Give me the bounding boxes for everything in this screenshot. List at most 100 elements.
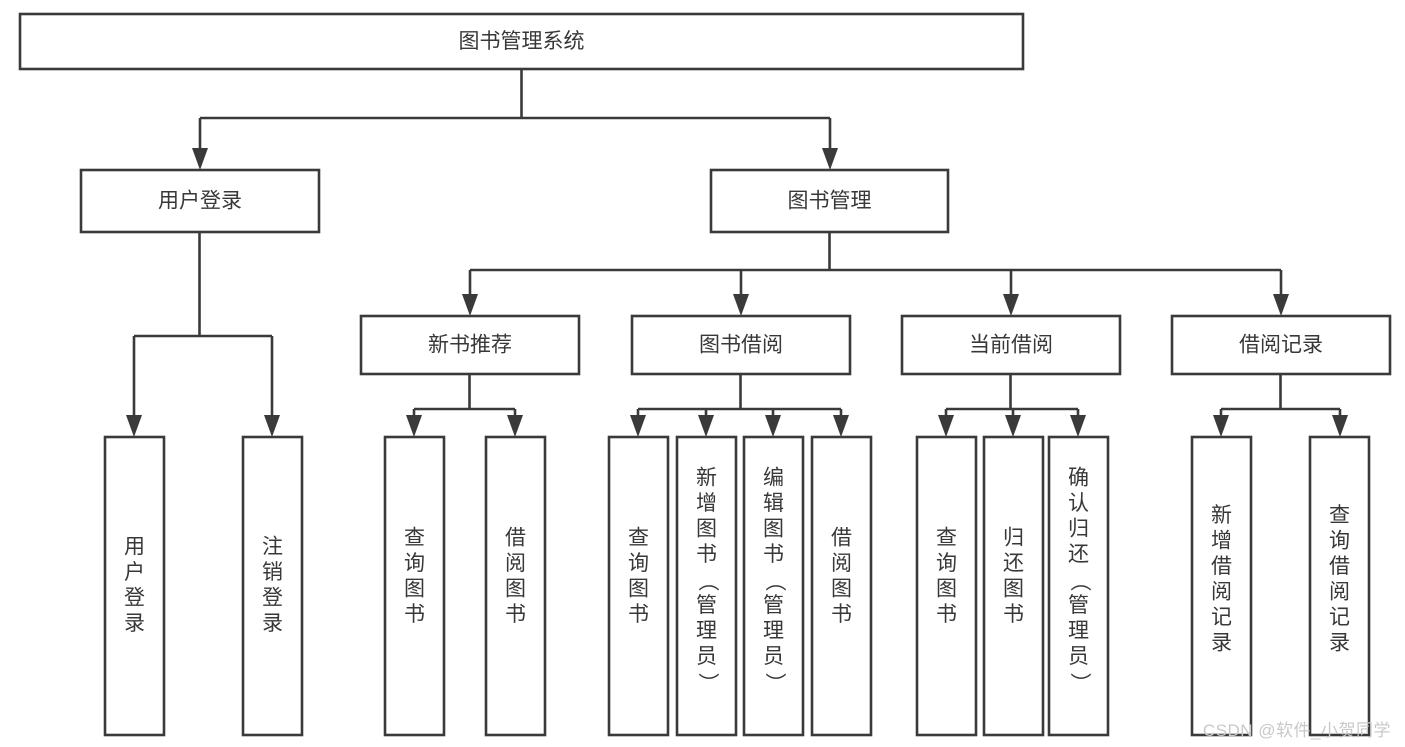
leaf-char: 增 <box>696 492 717 515</box>
leaf-char: 图 <box>763 518 784 541</box>
node-leaf-confirm-return-box[interactable] <box>1047 435 1110 737</box>
node-book-manage-box[interactable] <box>709 168 950 234</box>
leaf-char: 询 <box>628 552 649 575</box>
leaf-char: 新 <box>1211 504 1232 527</box>
node-borrow-record-box[interactable] <box>1170 314 1392 376</box>
arrow-current-borrow <box>1003 294 1019 316</box>
leaf-char: 理 <box>763 620 784 643</box>
node-leaf-borrow-book-bor-box[interactable] <box>810 435 873 737</box>
leaf-char: 阅 <box>1211 580 1232 603</box>
leaf-char: 查 <box>936 526 957 549</box>
node-leaf-query-book-bor-box[interactable] <box>607 435 670 737</box>
node-user-login[interactable]: 用户登录 <box>79 168 321 234</box>
leaf-char: 图 <box>505 577 526 600</box>
node-book-borrow[interactable]: 图书借阅 <box>630 314 852 376</box>
leaf-char: ） <box>1068 673 1091 694</box>
node-leaf-add-book-box[interactable] <box>675 435 738 737</box>
leaf-char: 借 <box>1211 555 1232 578</box>
arrow-new-book-rec <box>462 294 478 316</box>
arrow-user-login <box>192 148 208 170</box>
node-leaf-add-record-box[interactable] <box>1190 435 1253 737</box>
leaf-char: 还 <box>1068 543 1089 566</box>
leaf-char: 管 <box>763 594 784 617</box>
arrow-leaf-user-login <box>126 415 142 437</box>
arrow-book-borrow <box>733 294 749 316</box>
node-book-borrow-box[interactable] <box>630 314 852 376</box>
node-leaf-user-login-box[interactable] <box>103 435 166 737</box>
node-borrow-record[interactable]: 借阅记录 <box>1170 314 1392 376</box>
leaf-char: 阅 <box>1329 580 1350 603</box>
arrow-leaf-query-record <box>1332 415 1348 437</box>
leaf-char: 书 <box>763 543 784 566</box>
leaf-char: 书 <box>696 543 717 566</box>
arrow-leaf-query-book-cur <box>938 415 954 437</box>
leaf-char: 录 <box>1211 631 1232 654</box>
node-user-login-label: 用户登录 <box>158 190 242 213</box>
arrow-leaf-logout <box>264 415 280 437</box>
leaf-char: 查 <box>628 526 649 549</box>
node-leaf-query-record-box[interactable] <box>1308 435 1371 737</box>
leaf-char: 确 <box>1068 467 1089 490</box>
leaf-char: 归 <box>1068 518 1089 541</box>
leaf-char: 辑 <box>763 492 784 515</box>
node-borrow-record-label: 借阅记录 <box>1239 334 1323 357</box>
leaf-char: 借 <box>1329 555 1350 578</box>
node-leaf-query-book-rec-box[interactable] <box>383 435 446 737</box>
leaf-char: 借 <box>831 526 852 549</box>
node-leaf-edit-book-box[interactable] <box>742 435 805 737</box>
leaf-char: 书 <box>831 603 852 626</box>
arrow-leaf-return-book <box>1005 415 1021 437</box>
node-root-box[interactable] <box>18 12 1025 71</box>
node-leaf-logout-box[interactable] <box>241 435 304 737</box>
node-current-borrow[interactable]: 当前借阅 <box>900 314 1122 376</box>
leaf-char: 借 <box>505 526 526 549</box>
node-new-book-rec-box[interactable] <box>359 314 581 376</box>
arrow-borrow-record <box>1273 294 1289 316</box>
leaf-char: 书 <box>936 603 957 626</box>
leaf-char: 员 <box>1068 645 1089 668</box>
node-leaf-return-book-box[interactable] <box>982 435 1045 737</box>
node-leaf-borrow-book-rec-box[interactable] <box>484 435 547 737</box>
node-new-book-rec-label: 新书推荐 <box>428 334 512 357</box>
leaf-char: 书 <box>404 603 425 626</box>
leaf-char: 阅 <box>505 552 526 575</box>
arrow-leaf-edit-book <box>765 415 781 437</box>
leaf-char: 询 <box>936 552 957 575</box>
node-group: 图书管理系统 用户登录 图书管理 新书推荐 图书借阅 当前 <box>18 12 1392 737</box>
node-current-borrow-box[interactable] <box>900 314 1122 376</box>
node-leaf-query-book-cur-box[interactable] <box>915 435 978 737</box>
leaf-char: 理 <box>1068 620 1089 643</box>
node-root[interactable]: 图书管理系统 <box>18 12 1025 71</box>
leaf-char: 销 <box>262 561 283 584</box>
leaf-char: 还 <box>1003 552 1024 575</box>
leaf-char: 图 <box>404 577 425 600</box>
node-leaf-user-login[interactable]: 用户登录 <box>103 435 166 737</box>
node-book-manage[interactable]: 图书管理 <box>709 168 950 234</box>
leaf-char: （ <box>1068 571 1091 592</box>
node-new-book-rec[interactable]: 新书推荐 <box>359 314 581 376</box>
node-user-login-box[interactable] <box>79 168 321 234</box>
